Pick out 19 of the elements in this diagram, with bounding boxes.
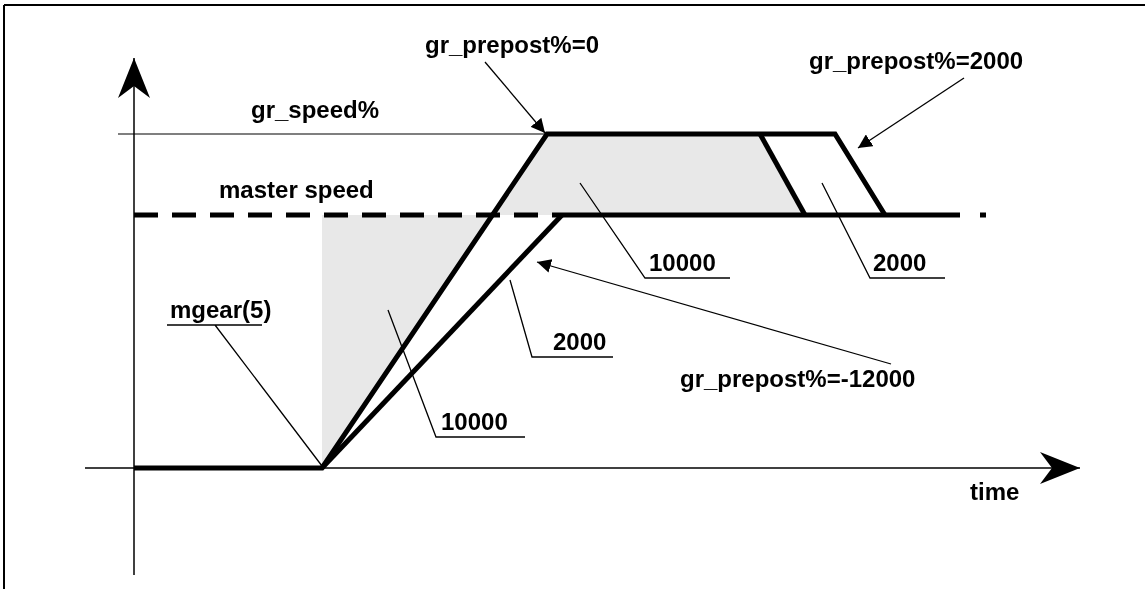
callout-label: gr_prepost%=-12000 bbox=[680, 365, 916, 393]
callout-label: gr_prepost%=2000 bbox=[809, 47, 1024, 75]
leader-line bbox=[509, 279, 614, 358]
leader-line bbox=[166, 324, 323, 467]
axis-label: gr_speed% bbox=[251, 96, 380, 124]
callout-label: 2000 bbox=[553, 328, 607, 356]
callout-label: 2000 bbox=[873, 249, 927, 277]
leader-line bbox=[484, 61, 546, 134]
axis-label: time bbox=[970, 478, 1020, 506]
callout-label: 10000 bbox=[649, 249, 716, 277]
leader-line bbox=[536, 259, 892, 365]
leader-line bbox=[857, 77, 965, 149]
callout-label: 10000 bbox=[441, 408, 508, 436]
leader-line bbox=[387, 309, 526, 438]
leader-line bbox=[821, 182, 946, 279]
callout-label: gr_prepost%=0 bbox=[425, 31, 600, 59]
leader-line bbox=[579, 182, 731, 279]
callout-label: mgear(5) bbox=[170, 296, 272, 324]
axis-label: master speed bbox=[219, 176, 374, 204]
